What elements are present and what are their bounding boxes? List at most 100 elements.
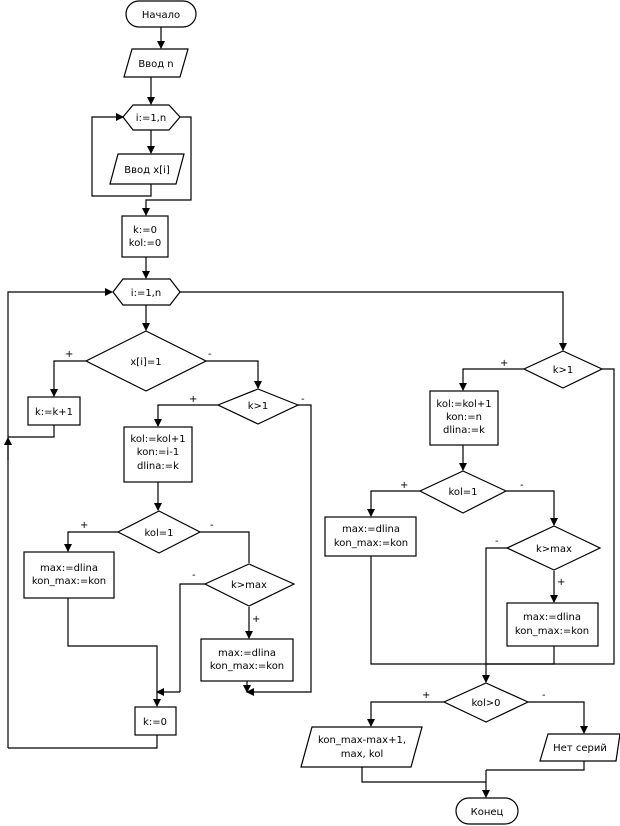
no-series-label: Нет серий [553,743,607,754]
arrow-kol1-no [200,531,250,563]
yes-mark-kmax-left: + [252,614,260,625]
kol-block-left: kol:=kol+1 kon:=i-1 dlina:=k [123,426,193,483]
input-n-block: Ввод n [123,48,189,78]
yes-mark-kol-gt0: + [422,690,430,701]
set-max-left-block: max:=dlina kon_max:=kon [23,551,115,599]
set-max-right-line-1: max:=dlina [342,524,400,535]
no-mark-kol-gt0: - [542,690,546,701]
loop1-hexagon: i:=1,n [122,104,181,131]
arrow-rk-yes [459,368,524,391]
input-x-label: Ввод x[i] [124,165,170,176]
arrow-output-to-join [361,767,486,783]
end-terminator: Конец [455,797,519,825]
set-max-right2-block: max:=dlina kon_max:=kon [506,602,599,647]
end-label: Конец [471,807,504,818]
set-max-right-block: max:=dlina kon_max:=kon [324,516,417,557]
arrow-kolgt0-no [528,701,588,734]
input-x-block: Ввод x[i] [109,153,185,185]
yes-mark-kol1-left: + [80,520,88,531]
set-max-left2-line-2: kon_max:=kon [210,661,284,672]
cond-kol-gt0-diamond: kol>0 [442,682,530,723]
kol-block-right-line-1: kol:=kol+1 [436,399,491,410]
inc-k-block: k:=k+1 [27,396,81,426]
output-line-1: kon_max-max+1, [318,735,406,746]
loop1-label: i:=1,n [136,113,166,124]
arrow-main-loop-back [7,288,113,748]
no-mark-kgt1-left: - [301,394,305,405]
cond-kol-right-label: kol=1 [448,487,477,498]
arrow-kolgt0-yes [367,701,444,727]
no-mark-kol1-left: - [210,520,214,531]
yes-mark-kol1-right: + [400,480,408,491]
reset-k-block: k:=0 [134,706,177,736]
yes-mark-k-right: + [500,358,508,369]
set-max-right2-line-2: kon_max:=kon [515,626,589,637]
inc-k-label: k:=k+1 [35,407,73,418]
kol-block-left-line-3: dlina:=k [137,461,179,472]
input-n-label: Ввод n [138,59,173,70]
init-line-2: kol:=0 [129,238,161,249]
yes-mark-condx: + [65,349,73,360]
set-max-left-line-1: max:=dlina [40,563,98,574]
arrow-loop1-exit [142,116,192,216]
set-max-left2-block: max:=dlina kon_max:=kon [200,638,294,682]
arrow-rkol1-no [506,490,558,526]
no-mark-kmax-right: - [495,536,499,547]
arrow-kgt1-no [246,404,312,696]
set-max-right-line-2: kon_max:=kon [334,538,408,549]
arrow-condx-no [206,360,262,389]
kol-block-left-line-1: kol:=kol+1 [130,434,185,445]
start-label: Начало [142,10,180,21]
cond-kol-left-label: kol=1 [144,528,173,539]
output-block: kon_max-max+1, max, kol [300,726,423,768]
arrow-rkmax-no [485,547,507,664]
arrow-setmax-to-reset [67,598,161,707]
kol-block-left-line-2: kon:=i-1 [137,447,179,458]
no-mark-kmax-left: - [192,570,196,581]
no-mark-condx: - [208,349,212,360]
loop2-hexagon: i:=1,n [112,278,181,306]
set-max-right2-line-1: max:=dlina [523,612,581,623]
arrow-rsetmax-join [370,556,486,665]
arrow-reset-back [8,735,158,749]
init-block: k:=0 kol:=0 [121,215,169,258]
cond-kmax-left-label: k>max [231,580,267,591]
cond-x-diamond: x[i]=1 [84,330,208,392]
reset-k-label: k:=0 [143,717,167,728]
cond-kmax-right-diamond: k>max [505,525,602,571]
cond-k-right-diamond: k>1 [522,350,604,389]
connectors [4,27,615,798]
arrow-loop2-exit [180,291,567,351]
arrow-condx-yes [50,360,86,397]
arrow-kol1-yes [64,531,118,552]
yes-mark-kgt1-left: + [189,394,197,405]
cond-kol-gt0-label: kol>0 [471,698,500,709]
output-line-2: max, kol [341,749,383,760]
arrow-inck-join [8,425,55,438]
cond-k-right-label: k>1 [553,365,574,376]
yes-mark-kmax-right: + [557,577,565,588]
cond-kmax-left-diamond: k>max [203,563,296,607]
kol-block-right: kol:=kol+1 kon:=n dlina:=k [429,390,499,446]
arrow-rkol1-yes [367,490,420,517]
no-series-block: Нет серий [539,733,620,762]
cond-kol-left-diamond: kol=1 [116,510,202,554]
init-line-1: k:=0 [133,225,157,236]
arrow-kmax-no [179,583,205,692]
arrow-rsetmax2-join [486,646,555,665]
no-mark-kol1-right: - [520,480,524,491]
kol-block-right-line-3: dlina:=k [443,425,485,436]
arrow-loop1-back [91,113,152,197]
arrow-noseries-to-join [486,761,585,771]
cond-kol-right-diamond: kol=1 [418,470,508,514]
cond-k-left-label: k>1 [248,401,269,412]
start-terminator: Начало [125,0,197,28]
cond-kmax-right-label: k>max [536,544,572,555]
branch-labels: + - + - + - - + + + - - + + - [65,349,565,701]
loop2-label: i:=1,n [131,288,161,299]
kol-block-right-line-2: kon:=n [446,412,482,423]
cond-x-label: x[i]=1 [130,357,161,368]
set-max-left2-line-1: max:=dlina [218,648,276,659]
cond-k-left-diamond: k>1 [216,388,300,425]
